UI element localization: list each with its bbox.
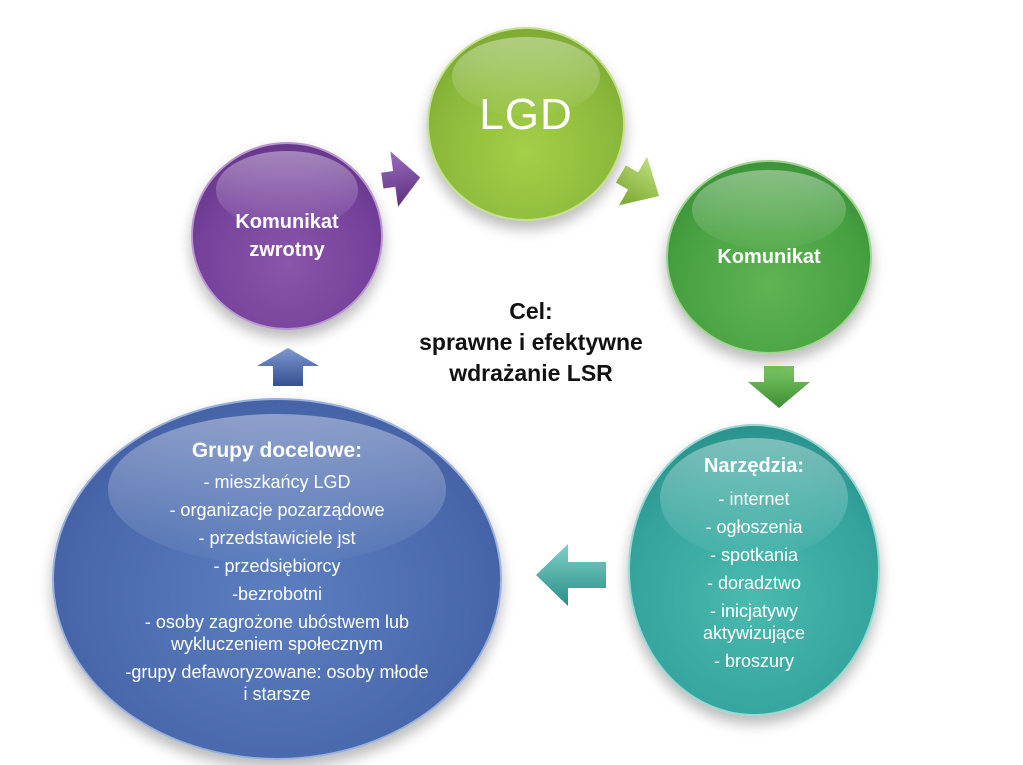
- grupy-docelowe-item: - osoby zagrożone ubóstwem lub wykluczen…: [144, 612, 410, 654]
- node-komunikat-zwrotny: Komunikat zwrotny: [191, 142, 383, 330]
- narzedzia-item: - spotkania: [709, 544, 799, 565]
- node-grupy-docelowe-heading: Grupy docelowe:: [191, 439, 363, 462]
- node-lgd: LGD: [427, 27, 625, 221]
- node-narzedzia-heading: Narzędzia:: [703, 454, 805, 477]
- arrow-komunikat-zwrotny-to-lgd: [381, 151, 421, 207]
- node-komunikat-zwrotny-line-1: Komunikat: [235, 211, 339, 233]
- arrow-lgd-to-komunikat: [615, 156, 660, 206]
- grupy-docelowe-item: -grupy defaworyzowane: osoby młode i sta…: [125, 662, 429, 704]
- goal-line-1: Cel:: [509, 298, 553, 324]
- narzedzia-item: - doradztwo: [706, 572, 802, 593]
- node-komunikat-label: Komunikat: [717, 246, 821, 268]
- goal-text: Cel: sprawne i efektywne wdrażanie LSR: [405, 296, 657, 389]
- grupy-docelowe-item: - przedstawiciele jst: [198, 528, 356, 548]
- node-narzedzia: Narzędzia: - internet - ogłoszenia - spo…: [628, 424, 880, 716]
- node-lgd-label: LGD: [479, 90, 573, 139]
- grupy-docelowe-item: - mieszkańcy LGD: [203, 472, 351, 492]
- narzedzia-list: - internet - ogłoszenia - spotkania - do…: [684, 482, 824, 678]
- arrow-komunikat-to-narzedzia: [748, 366, 810, 408]
- node-grupy-docelowe: Grupy docelowe: - mieszkańcy LGD - organ…: [52, 398, 502, 760]
- grupy-docelowe-item: - przedsiębiorcy: [213, 556, 341, 576]
- node-komunikat-zwrotny-line-2: zwrotny: [249, 239, 325, 261]
- narzedzia-item: - broszury: [713, 650, 794, 671]
- goal-line-3: wdrażanie LSR: [449, 360, 613, 386]
- grupy-docelowe-item: -bezrobotni: [231, 584, 323, 604]
- arrow-narzedzia-to-grupy: [536, 544, 606, 606]
- narzedzia-item: - inicjatywy aktywizujące: [702, 600, 806, 643]
- goal-line-2: sprawne i efektywne: [419, 329, 643, 355]
- grupy-docelowe-item: - organizacje pozarządowe: [169, 500, 385, 520]
- arrow-grupy-to-komunikat-zwrotny: [257, 348, 319, 386]
- narzedzia-item: - internet: [718, 488, 790, 509]
- node-komunikat: Komunikat: [666, 160, 872, 354]
- narzedzia-item: - ogłoszenia: [705, 516, 803, 537]
- grupy-docelowe-list: - mieszkańcy LGD - organizacje pozarządo…: [112, 465, 442, 711]
